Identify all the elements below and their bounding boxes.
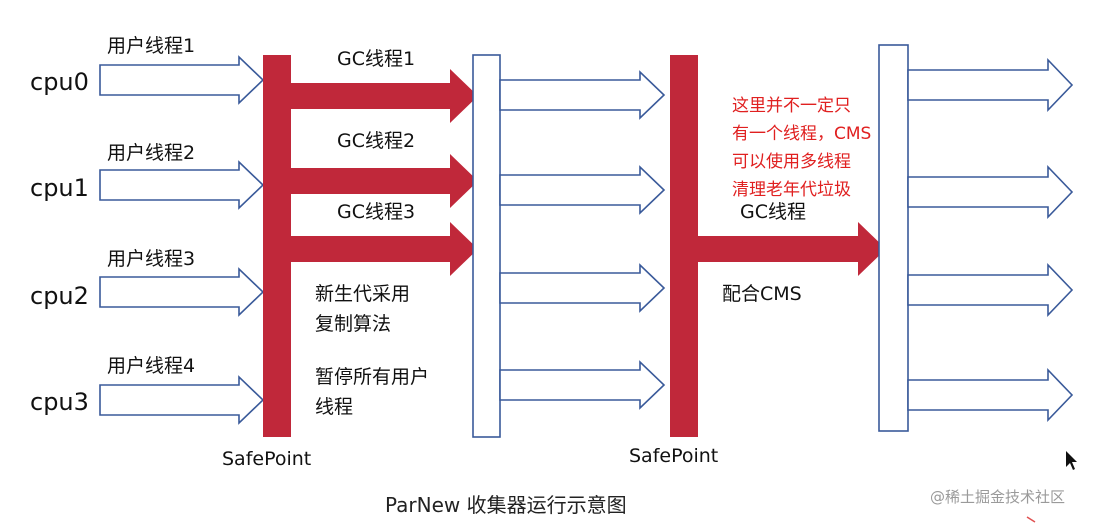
user-thread-arrow xyxy=(499,263,666,313)
gc-thread-label: GC线程1 xyxy=(337,48,415,70)
cpu-label: cpu3 xyxy=(30,388,89,416)
user-thread-arrow xyxy=(99,375,265,425)
gc-thread-arrow xyxy=(291,222,478,276)
safepoint-label: SafePoint xyxy=(629,445,718,467)
mouse-cursor-icon xyxy=(1066,451,1077,470)
user-thread-label: 用户线程2 xyxy=(107,142,195,164)
cpu-label: cpu1 xyxy=(30,174,89,202)
pause-note-line: 线程 xyxy=(315,396,353,418)
user-thread-arrow xyxy=(99,160,265,210)
user-thread-arrow xyxy=(907,263,1074,317)
gc-end-column-1 xyxy=(472,54,501,438)
user-thread-arrow xyxy=(99,55,265,105)
parnew-note-line: 复制算法 xyxy=(315,313,391,335)
final-thread-arrows xyxy=(907,58,1074,422)
cms-note-line: 有一个线程，CMS xyxy=(732,124,871,144)
gc-end-column-2 xyxy=(878,44,909,432)
resize-cursor-icon xyxy=(1026,516,1036,523)
gc-thread-arrow xyxy=(291,69,478,123)
user-thread-arrow xyxy=(907,58,1074,112)
cms-gc-arrow xyxy=(698,222,886,276)
safepoint-bar-1 xyxy=(263,55,291,437)
user-thread-arrow xyxy=(907,368,1074,422)
user-thread-label: 用户线程1 xyxy=(107,35,195,57)
cms-gc-label: GC线程 xyxy=(740,201,806,223)
gc-thread-label: GC线程3 xyxy=(337,201,415,223)
pause-note-line: 暂停所有用户 xyxy=(315,366,429,388)
user-thread-arrows xyxy=(99,55,265,425)
safepoint-label: SafePoint xyxy=(222,448,311,470)
safepoint-bar-2 xyxy=(670,55,698,437)
gc-thread-arrow xyxy=(291,154,478,208)
gc-threads-block xyxy=(263,55,478,437)
watermark: @稀土掘金技术社区 xyxy=(930,488,1065,506)
user-thread-label: 用户线程4 xyxy=(107,355,195,377)
cms-note-line: 这里并不一定只 xyxy=(732,96,851,116)
user-thread-arrow xyxy=(99,267,265,317)
user-thread-arrow xyxy=(499,70,666,120)
user-thread-arrow xyxy=(907,165,1074,219)
cms-block xyxy=(670,55,886,437)
cms-cooperate-label: 配合CMS xyxy=(722,283,802,305)
gc-thread-label: GC线程2 xyxy=(337,130,415,152)
user-thread-arrow xyxy=(499,165,666,215)
parnew-note-line: 新生代采用 xyxy=(315,283,410,305)
diagram-caption: ParNew 收集器运行示意图 xyxy=(385,493,627,517)
cpu-label: cpu2 xyxy=(30,282,89,310)
cpu-label: cpu0 xyxy=(30,68,89,96)
resumed-thread-arrows xyxy=(499,70,666,410)
user-thread-label: 用户线程3 xyxy=(107,248,195,270)
user-thread-arrow xyxy=(499,360,666,410)
cms-note-line: 可以使用多线程 xyxy=(732,151,851,172)
cms-note-line: 清理老年代垃圾 xyxy=(732,180,851,200)
